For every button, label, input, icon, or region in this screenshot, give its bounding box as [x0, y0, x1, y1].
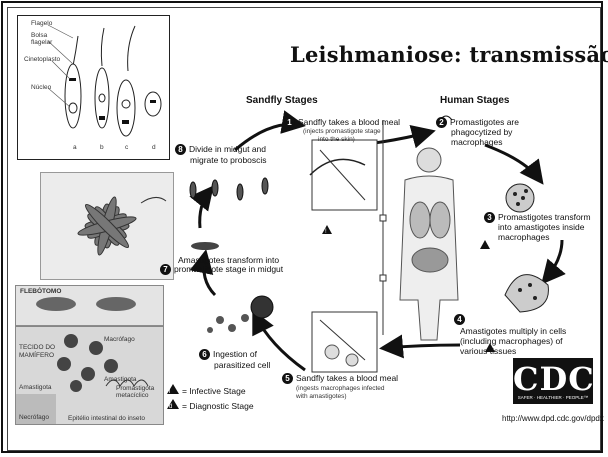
step-7-number: 7 — [160, 264, 171, 275]
step-2-line3: macrophages — [451, 137, 503, 147]
step-1-line3: into the skin) — [318, 136, 355, 144]
step-1-line2: (injects promastigote stage — [303, 128, 381, 136]
step-8-line2: migrate to proboscis — [190, 155, 267, 165]
step-6-number: 6 — [199, 349, 210, 360]
step-2-line2: phagocytized by — [451, 127, 512, 137]
infective-icon: i — [169, 387, 170, 397]
cdc-tagline: SAFER · HEALTHIER · PEOPLE™ — [513, 395, 593, 400]
step-4-line2: (including macrophages) of — [460, 336, 563, 346]
step-4-label: 4 — [454, 314, 468, 325]
step-1-line1: Sandfly takes a blood meal — [298, 117, 400, 127]
step-8-number: 8 — [175, 144, 186, 155]
step-3-number: 3 — [484, 212, 495, 223]
step-1-number: 1 — [284, 117, 295, 128]
step-2-number: 2 — [436, 117, 447, 128]
legend-diagnostic: = Diagnostic Stage — [182, 401, 254, 411]
step-5-line3: with amastigotes) — [296, 393, 347, 401]
step-5-number: 5 — [282, 373, 293, 384]
step-4-line1: Amastigotes multiply in cells — [460, 326, 566, 336]
human-stages-header: Human Stages — [440, 96, 509, 106]
step-6-line2: parasitized cell — [214, 360, 270, 370]
cdc-logo-text: CDC — [513, 360, 593, 398]
step-6-line1: Ingestion of — [213, 349, 257, 359]
step-3-line3: macrophages — [498, 232, 550, 242]
step-4-line3: various tissues — [460, 346, 516, 356]
step-2-line1: Promastigotes are — [450, 117, 519, 127]
step-4-number: 4 — [454, 314, 465, 325]
step-5-line1: Sandfly takes a blood meal — [296, 373, 398, 383]
step-8-line1: Divide in midgut and — [189, 144, 266, 154]
legend-infective: = Infective Stage — [182, 386, 246, 396]
step-3-line2: into amastigotes inside — [498, 222, 584, 232]
cdc-logo: CDC SAFER · HEALTHIER · PEOPLE™ — [513, 358, 593, 404]
cdc-url: http://www.dpd.cdc.gov/dpdx — [502, 414, 604, 423]
step-3-line1: Promastigotes transform — [498, 212, 591, 222]
step-7-line2: promastigote stage in midgut — [174, 264, 283, 274]
step-5-line2: (ingests macrophages infected — [296, 385, 385, 393]
sandfly-stages-header: Sandfly Stages — [246, 96, 318, 106]
diagnostic-icon: d — [169, 402, 172, 412]
